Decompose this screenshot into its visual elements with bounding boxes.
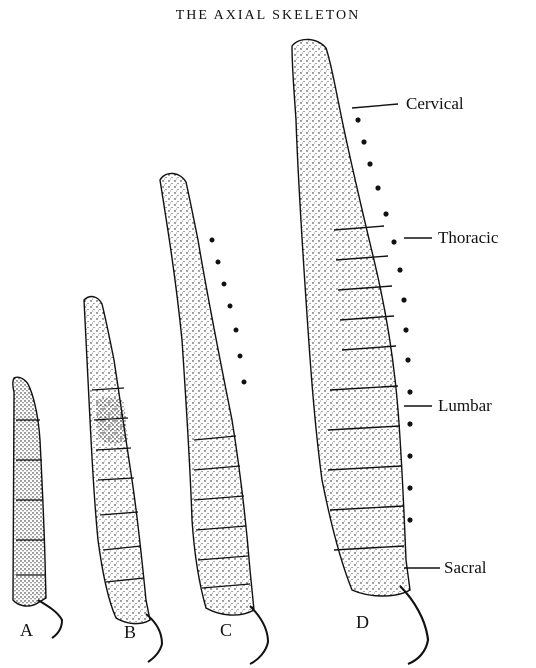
spine-b-column bbox=[84, 297, 150, 624]
panel-label-d: D bbox=[356, 612, 369, 633]
spine-c bbox=[160, 173, 268, 664]
spine-b-dark-patch bbox=[96, 397, 128, 443]
panel-label-b: B bbox=[124, 622, 136, 643]
spine-d-column bbox=[292, 39, 410, 596]
label-lumbar: Lumbar bbox=[438, 396, 492, 416]
label-thoracic: Thoracic bbox=[438, 228, 498, 248]
spine-a bbox=[13, 377, 62, 638]
label-cervical: Cervical bbox=[406, 94, 464, 114]
spine-a-column bbox=[13, 377, 46, 606]
spine-d bbox=[292, 39, 440, 664]
spine-c-tail bbox=[250, 606, 268, 664]
panel-label-a: A bbox=[20, 620, 33, 641]
spine-d-tail bbox=[400, 586, 428, 664]
spine-b bbox=[84, 297, 162, 662]
spine-c-column bbox=[160, 173, 254, 615]
panel-label-c: C bbox=[220, 620, 232, 641]
label-sacral: Sacral bbox=[444, 558, 486, 578]
pointer-cervical bbox=[352, 104, 398, 108]
spine-a-tail bbox=[38, 600, 62, 638]
